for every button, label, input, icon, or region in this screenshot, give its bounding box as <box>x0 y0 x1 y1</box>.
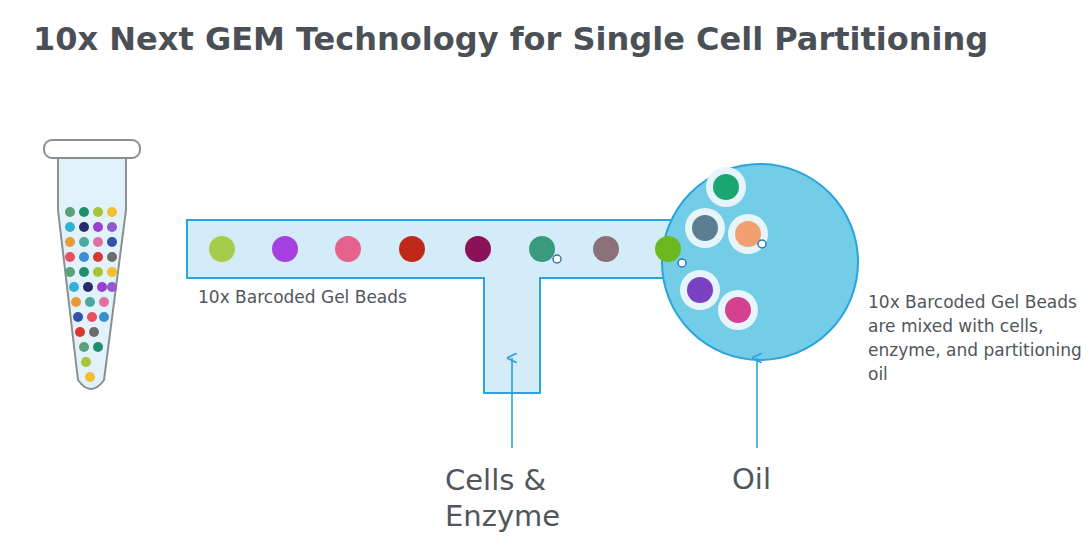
bead <box>593 236 619 262</box>
microfluidic-channel <box>187 220 688 393</box>
bead <box>706 167 746 207</box>
bead <box>718 290 758 330</box>
bead <box>107 267 117 277</box>
bead <box>65 267 75 277</box>
bead <box>735 221 761 247</box>
bead <box>209 236 235 262</box>
bead <box>79 252 89 262</box>
bead <box>93 222 103 232</box>
bead <box>107 252 117 262</box>
bead <box>87 312 97 322</box>
bead <box>75 327 85 337</box>
bead <box>71 297 81 307</box>
bead <box>93 252 103 262</box>
mixing-note: 10x Barcoded Gel Beads are mixed with ce… <box>868 290 1083 386</box>
bead <box>107 207 117 217</box>
bead <box>79 207 89 217</box>
bead <box>65 252 75 262</box>
bead <box>680 270 720 310</box>
bead <box>107 222 117 232</box>
bead <box>335 236 361 262</box>
bead <box>93 207 103 217</box>
bead <box>99 312 109 322</box>
bead <box>89 327 99 337</box>
bead <box>728 214 768 254</box>
bead <box>79 237 89 247</box>
bead <box>687 277 713 303</box>
bead <box>99 297 109 307</box>
inlet-label: Cells & Enzyme <box>445 462 595 534</box>
oil-chamber <box>662 164 858 360</box>
bead <box>93 267 103 277</box>
bead <box>655 236 681 262</box>
bead <box>725 297 751 323</box>
sample-tube <box>44 140 140 389</box>
inlet-arrow <box>511 358 513 448</box>
bead <box>553 255 561 263</box>
bead <box>399 236 425 262</box>
bead <box>107 237 117 247</box>
bead <box>85 372 95 382</box>
bead <box>685 208 725 248</box>
bead <box>107 282 117 292</box>
bead <box>65 237 75 247</box>
bead <box>65 222 75 232</box>
bead <box>97 282 107 292</box>
bead-label: 10x Barcoded Gel Beads <box>198 287 407 307</box>
bead <box>73 312 83 322</box>
bead <box>758 240 766 248</box>
diagram-title: 10x Next GEM Technology for Single Cell … <box>33 20 988 58</box>
bead <box>65 207 75 217</box>
bead <box>79 222 89 232</box>
bead <box>79 342 89 352</box>
bead <box>692 215 718 241</box>
bead <box>93 342 103 352</box>
oil-arrow <box>756 358 758 448</box>
bead <box>81 357 91 367</box>
bead <box>79 267 89 277</box>
bead <box>465 236 491 262</box>
bead <box>529 236 555 262</box>
bead <box>85 297 95 307</box>
bead <box>69 282 79 292</box>
oil-label: Oil <box>732 462 771 496</box>
bead <box>93 237 103 247</box>
bead <box>713 174 739 200</box>
bead <box>678 259 686 267</box>
bead <box>83 282 93 292</box>
bead <box>272 236 298 262</box>
